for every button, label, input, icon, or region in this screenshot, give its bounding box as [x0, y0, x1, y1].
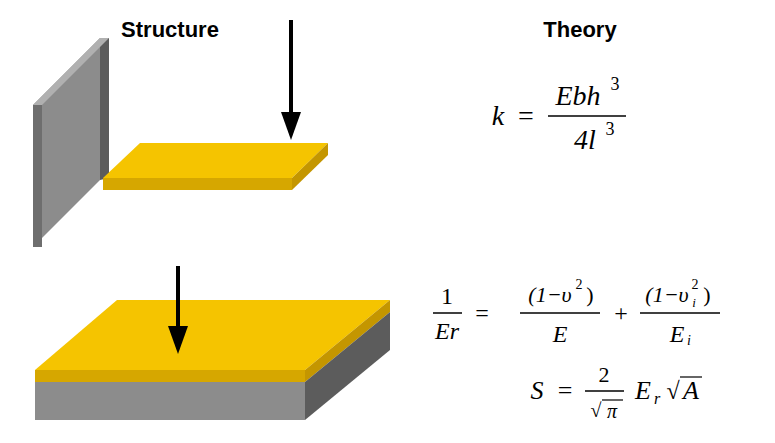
- formula-symbol: E: [635, 378, 651, 404]
- substrate-front: [35, 382, 305, 420]
- formula-symbol: E: [670, 322, 685, 346]
- formula-symbol: Ebh: [555, 82, 600, 110]
- formula-operator: =: [475, 301, 489, 325]
- formula-symbol: 4l: [574, 126, 596, 154]
- formula-number: 2: [599, 364, 610, 386]
- beam-top: [103, 143, 328, 178]
- force-arrow: [289, 20, 293, 118]
- formula-exponent: 2: [692, 278, 699, 292]
- formula-symbol: (1−υ: [528, 284, 571, 306]
- wall-side: [33, 105, 42, 247]
- formula-symbol: (1−υ: [645, 284, 688, 306]
- formula-subscript: r: [654, 391, 660, 407]
- formula-symbol: A: [683, 378, 699, 404]
- arrow-head: [168, 326, 188, 354]
- substrate-side: [305, 312, 390, 420]
- formula-operator: =: [558, 378, 573, 404]
- film-front: [35, 370, 305, 382]
- arrow-head: [281, 112, 301, 140]
- force-arrow: [176, 266, 180, 332]
- wall-top: [33, 38, 109, 105]
- formula-symbol: E: [553, 322, 568, 346]
- wall-edge: [100, 38, 109, 180]
- formula-symbol: ): [703, 284, 710, 306]
- formula-symbol: k: [492, 102, 504, 130]
- formula-symbol: ): [586, 284, 593, 306]
- formula-operator: +: [614, 301, 628, 325]
- beam-front: [103, 178, 292, 190]
- beam-side: [292, 143, 328, 190]
- fraction-bar: [433, 312, 462, 314]
- formula-operator: =: [518, 102, 534, 130]
- formula-number: 1: [441, 284, 453, 308]
- radical-sign: √: [666, 379, 679, 403]
- fraction-bar: [640, 312, 720, 314]
- formula-exponent: 3: [606, 120, 615, 138]
- fraction-bar: [585, 390, 624, 392]
- formula-subscript: i: [692, 296, 696, 309]
- formula-exponent: 3: [611, 75, 620, 93]
- formula-symbol: π: [607, 401, 617, 421]
- formula-subscript: i: [687, 334, 691, 348]
- formula-exponent: 2: [576, 278, 583, 292]
- fraction-bar: [520, 312, 600, 314]
- radical-sign: √: [591, 400, 602, 420]
- column-heading: Structure: [121, 19, 219, 41]
- formula-symbol: Er: [435, 319, 459, 343]
- wall-face: [33, 38, 100, 247]
- fraction-bar: [548, 115, 626, 117]
- column-heading: Theory: [543, 19, 616, 41]
- formula-symbol: S: [531, 378, 544, 404]
